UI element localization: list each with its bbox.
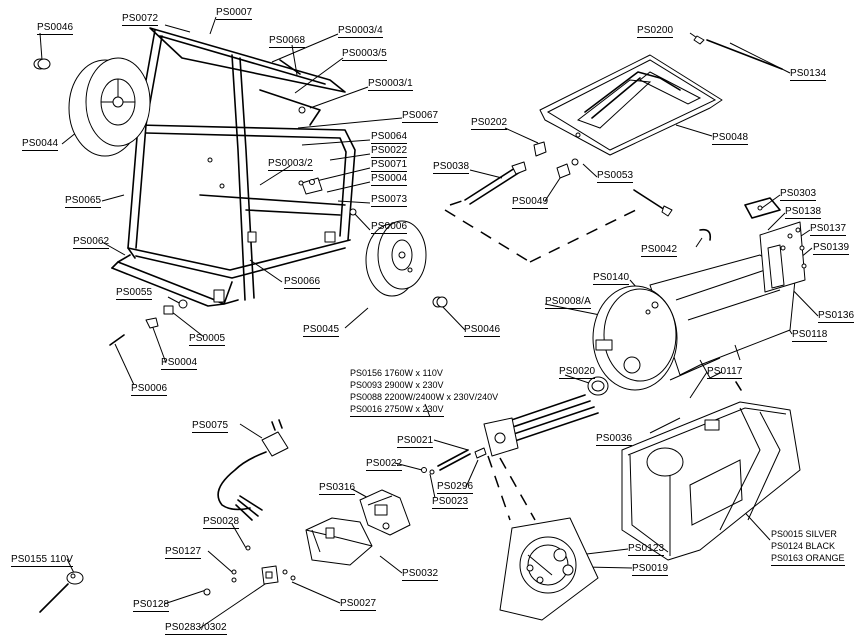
label-ps0296: PS0296 xyxy=(437,481,474,494)
label-ps0316: PS0316 xyxy=(319,482,356,495)
label-ps0004-top: PS0004 xyxy=(371,173,408,186)
label-ps0006-bottom: PS0006 xyxy=(131,383,168,396)
label-ps0007: PS0007 xyxy=(216,7,253,20)
label-ps0046-side: PS0046 xyxy=(464,324,501,337)
hub-cap-side xyxy=(432,296,448,308)
heater-flange-detail xyxy=(499,517,599,621)
label-ps0003-4: PS0003/4 xyxy=(338,25,383,38)
label-ps0139: PS0139 xyxy=(813,242,850,255)
top-lid xyxy=(539,35,783,156)
label-ps0003-5: PS0003/5 xyxy=(342,48,387,61)
label-ps0036: PS0036 xyxy=(596,433,633,446)
label-ps0048: PS0048 xyxy=(712,132,749,145)
hub-cap-top xyxy=(33,58,51,70)
label-ps0068: PS0068 xyxy=(269,35,306,48)
label-ps0004-bottom: PS0004 xyxy=(161,357,198,370)
label-ps0046-top: PS0046 xyxy=(37,22,74,35)
housing-ps0032 xyxy=(305,517,373,566)
label-ps0022-top: PS0022 xyxy=(371,145,408,158)
label-ps0053: PS0053 xyxy=(597,170,634,183)
label-ps0134: PS0134 xyxy=(790,68,827,81)
label-ps0072: PS0072 xyxy=(122,13,159,26)
label-ps0200: PS0200 xyxy=(637,25,674,38)
label-ps0303: PS0303 xyxy=(780,188,817,201)
label-ps0062: PS0062 xyxy=(73,236,110,249)
label-ps0038: PS0038 xyxy=(433,161,470,174)
label-ps0003-1: PS0003/1 xyxy=(368,78,413,91)
tank-bracket-parts xyxy=(735,197,807,391)
heater-variant-2: PS0093 2900W x 230V xyxy=(350,380,444,390)
label-ps0140: PS0140 xyxy=(593,272,630,285)
cover-variant-orange: PS0163 ORANGE xyxy=(771,553,845,566)
label-ps0064: PS0064 xyxy=(371,131,408,144)
center-small-parts xyxy=(421,447,487,475)
label-ps0117: PS0117 xyxy=(707,366,743,379)
label-ps0023: PS0023 xyxy=(432,496,469,509)
label-ps0049: PS0049 xyxy=(512,196,549,209)
cover-variant-silver: PS0015 SILVER xyxy=(771,529,837,539)
label-ps0283-0302: PS0283/0302 xyxy=(165,622,227,635)
cover-variant-black: PS0124 BLACK xyxy=(771,541,836,551)
label-ps0028: PS0028 xyxy=(203,516,240,529)
bracket-ps0316 xyxy=(359,489,411,536)
fittings xyxy=(444,141,712,263)
label-ps0138: PS0138 xyxy=(785,206,822,219)
label-ps0055: PS0055 xyxy=(116,287,153,300)
label-ps0127: PS0127 xyxy=(165,546,202,559)
label-ps0065: PS0065 xyxy=(65,195,102,208)
small-hardware xyxy=(109,180,304,346)
trolley-frame xyxy=(111,27,357,307)
label-ps0019: PS0019 xyxy=(632,563,669,576)
heater-variant-1: PS0156 1760W x 110V xyxy=(350,368,443,378)
label-ps0042: PS0042 xyxy=(641,244,678,257)
label-ps0066: PS0066 xyxy=(284,276,321,289)
label-ps0020: PS0020 xyxy=(559,366,596,379)
outer-cover xyxy=(621,401,801,561)
switch-parts xyxy=(203,545,296,596)
wheel-ps0045 xyxy=(365,220,427,297)
label-ps0008a: PS0008/A xyxy=(545,296,591,309)
label-ps0021: PS0021 xyxy=(397,435,434,448)
label-ps0136: PS0136 xyxy=(818,310,855,323)
label-ps0155: PS0155 110V xyxy=(11,554,74,567)
wheel-ps0044 xyxy=(68,57,151,157)
label-ps0075: PS0075 xyxy=(192,420,229,433)
label-ps0022-bottom: PS0022 xyxy=(366,458,403,471)
label-ps0005: PS0005 xyxy=(189,333,226,346)
plug-ps0155 xyxy=(39,571,84,613)
power-cable xyxy=(217,419,289,521)
label-ps0003-2: PS0003/2 xyxy=(268,158,313,171)
label-ps0137: PS0137 xyxy=(810,223,847,236)
label-ps0006-top: PS0006 xyxy=(371,221,408,234)
heater-element xyxy=(483,376,609,521)
label-ps0118: PS0118 xyxy=(792,329,828,342)
label-ps0202: PS0202 xyxy=(471,117,508,130)
label-ps0045: PS0045 xyxy=(303,324,340,337)
heater-variant-4: PS0016 2750W x 230V xyxy=(350,404,444,417)
label-ps0128: PS0128 xyxy=(133,599,170,612)
label-ps0027: PS0027 xyxy=(340,598,377,611)
label-ps0067: PS0067 xyxy=(402,110,439,123)
heater-variant-3: PS0088 2200W/2400W x 230V/240V xyxy=(350,392,499,402)
label-ps0032: PS0032 xyxy=(402,568,439,581)
label-ps0071: PS0071 xyxy=(371,159,408,172)
label-ps0123: PS0123 xyxy=(628,543,665,556)
label-ps0044: PS0044 xyxy=(22,138,59,151)
label-ps0073: PS0073 xyxy=(371,194,408,207)
